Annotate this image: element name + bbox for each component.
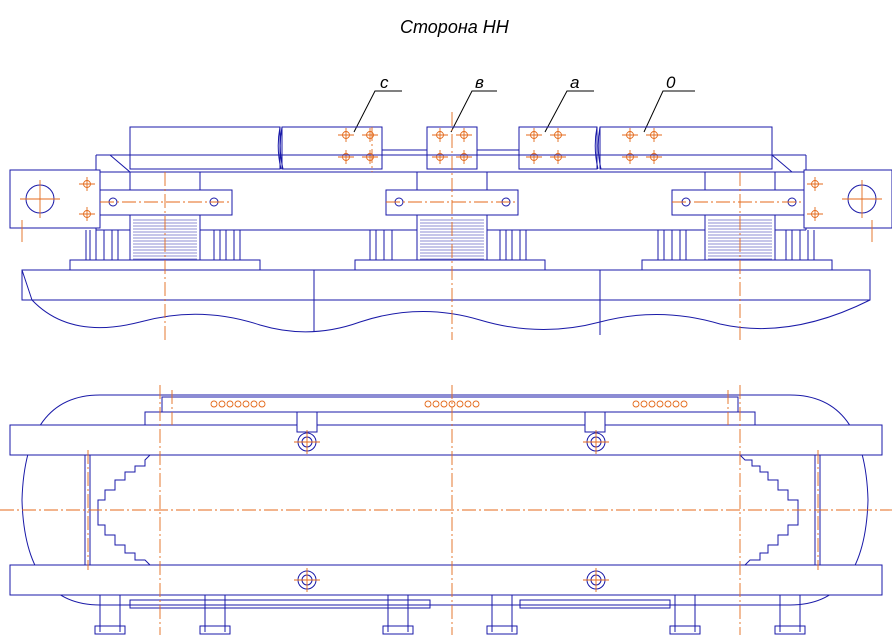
busbar-bolts bbox=[338, 128, 662, 164]
base-plates bbox=[69, 259, 833, 271]
clamp-bolts bbox=[210, 400, 688, 408]
terminal-label-c: с bbox=[380, 73, 389, 92]
tank-base bbox=[21, 269, 871, 335]
front-axes bbox=[164, 112, 741, 340]
terminal-label-a: а bbox=[570, 73, 579, 92]
plan-axes bbox=[0, 385, 892, 635]
front-view bbox=[9, 112, 892, 340]
plan-view bbox=[0, 385, 892, 635]
busbars bbox=[129, 126, 773, 170]
drawing-title: Сторона НН bbox=[400, 17, 510, 37]
tie-rods bbox=[294, 411, 609, 592]
support-posts bbox=[85, 230, 815, 260]
terminal-label-0: 0 bbox=[666, 73, 676, 92]
core-window bbox=[97, 454, 799, 566]
terminal-label-b: в bbox=[475, 73, 484, 92]
feet bbox=[94, 595, 806, 635]
terminal-labels: с в а 0 bbox=[353, 73, 695, 133]
